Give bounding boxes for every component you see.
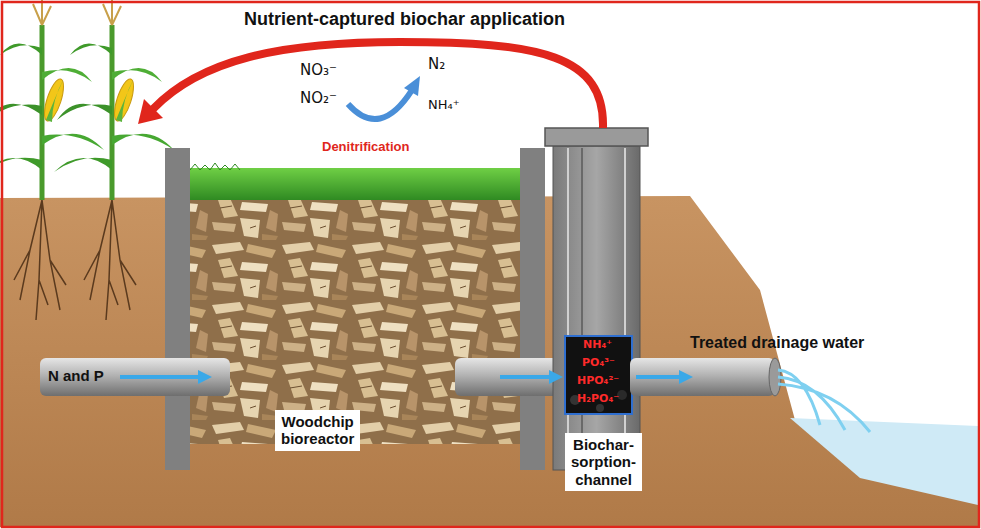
title: Nutrient-captured biochar application (244, 9, 565, 30)
ion-label: NH₄⁺ (428, 98, 460, 113)
ion-label: NO₃⁻ (300, 62, 337, 79)
box-text: Biochar-sorption-channel (571, 436, 636, 488)
ion-label: PO₄³⁻ (582, 357, 615, 370)
ion-label: NH₄⁺ (583, 339, 612, 352)
ion-label: HPO₄²⁻ (577, 375, 619, 388)
outflow-label: Treated drainage water (690, 334, 864, 352)
ion-label: H₂PO₄⁻ (577, 393, 619, 406)
process-label: Denitrification (322, 140, 409, 155)
label-box: Biochar-sorption-channel (565, 433, 642, 491)
inflow-label: N and P (48, 367, 104, 384)
gas-label: N₂ (428, 56, 445, 73)
ion-label: NO₂⁻ (300, 90, 337, 107)
label-box: Woodchip bioreactor (275, 410, 360, 451)
box-text: Woodchip bioreactor (281, 413, 354, 448)
